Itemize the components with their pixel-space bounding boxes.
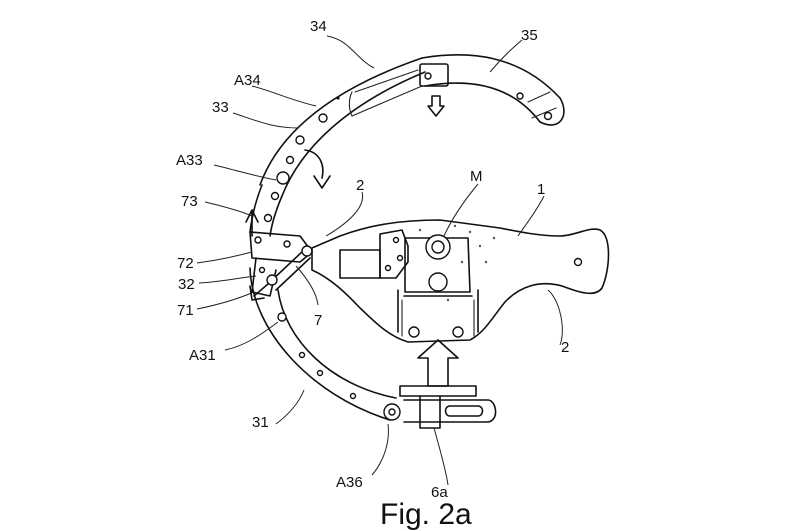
steering-hub	[311, 219, 610, 343]
leader-lines	[196, 35, 563, 486]
label-A34: A34	[234, 72, 261, 89]
ring-segment-35	[419, 54, 565, 126]
label-73: 73	[181, 193, 198, 210]
link-mechanism-7	[249, 231, 313, 297]
connector-6a	[399, 339, 497, 429]
ring-segment-31	[249, 267, 401, 421]
up-arrow-icon	[245, 209, 259, 237]
label-34: 34	[310, 18, 327, 35]
figure-caption: Fig. 2a	[380, 498, 472, 531]
down-arrow-icon	[427, 95, 445, 117]
diagonal-arrow-icon	[249, 283, 269, 301]
label-33: 33	[212, 99, 229, 116]
label-32: 32	[178, 276, 195, 293]
label-A33: A33	[176, 152, 203, 169]
label-6a: 6a	[431, 484, 448, 501]
label-A36: A36	[336, 474, 363, 491]
label-M: M	[470, 168, 483, 185]
label-72: 72	[177, 255, 194, 272]
label-71: 71	[177, 302, 194, 319]
arrow-icons	[245, 95, 445, 301]
label-7: 7	[314, 312, 322, 329]
label-31: 31	[252, 414, 269, 431]
ring-segment-33	[249, 155, 295, 237]
label-2-right: 2	[561, 339, 569, 356]
label-A31: A31	[189, 347, 216, 364]
label-1: 1	[537, 181, 545, 198]
label-35: 35	[521, 27, 538, 44]
label-2-top: 2	[356, 177, 364, 194]
curved-arrow-icon	[304, 149, 331, 189]
ring-segment-34	[259, 57, 426, 197]
